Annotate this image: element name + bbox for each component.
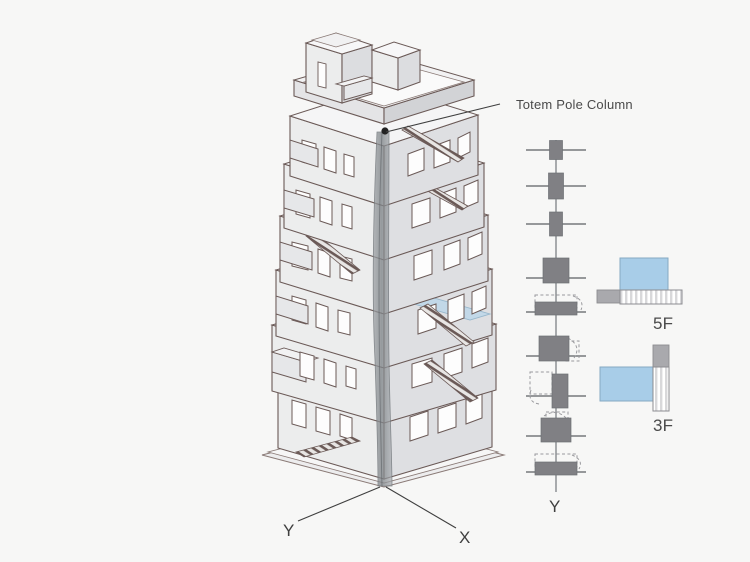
section-level-L8 — [526, 172, 586, 200]
plan-5f — [596, 257, 683, 305]
building-group — [261, 32, 506, 488]
section-level-L5 — [526, 294, 586, 316]
rotation-arc-L4 — [567, 337, 578, 359]
plan-5f-label: 5F — [653, 314, 674, 333]
leader-axis-y — [297, 486, 381, 522]
section-level-L7 — [526, 211, 586, 237]
plan-5f-hatch-rect — [619, 289, 683, 305]
section-level-L2 — [526, 411, 586, 443]
rotation-arc-L2 — [543, 412, 567, 419]
axis-label-y: Y — [283, 521, 295, 540]
axis-label-x: X — [459, 528, 471, 547]
section-level-L6 — [526, 257, 586, 284]
plan-3f — [599, 344, 670, 412]
rotation-arc-L5 — [572, 295, 583, 311]
rotation-arc-L3 — [529, 389, 540, 405]
rotation-arc-L1 — [571, 454, 581, 470]
section-level-L4 — [526, 335, 586, 362]
ghost-outline-L2 — [545, 411, 569, 423]
totem-pole-column — [372, 127, 393, 487]
section-level-L9 — [526, 140, 586, 160]
plan-3f-label: 3F — [653, 416, 674, 435]
leader-totem-pole — [385, 103, 501, 133]
rooftop-penthouse — [304, 32, 422, 104]
ghost-outline-L3 — [529, 371, 553, 395]
section-axis-label-y: Y — [549, 497, 561, 516]
totem-pole-column-label: Totem Pole Column — [516, 97, 633, 112]
section-diagram — [526, 140, 586, 492]
section-level-L3 — [526, 371, 586, 409]
column-anchor-dot — [381, 127, 389, 135]
leader-axis-x — [385, 486, 457, 529]
section-level-L1 — [526, 453, 586, 476]
plan-3f-hatch-rect — [652, 366, 670, 412]
